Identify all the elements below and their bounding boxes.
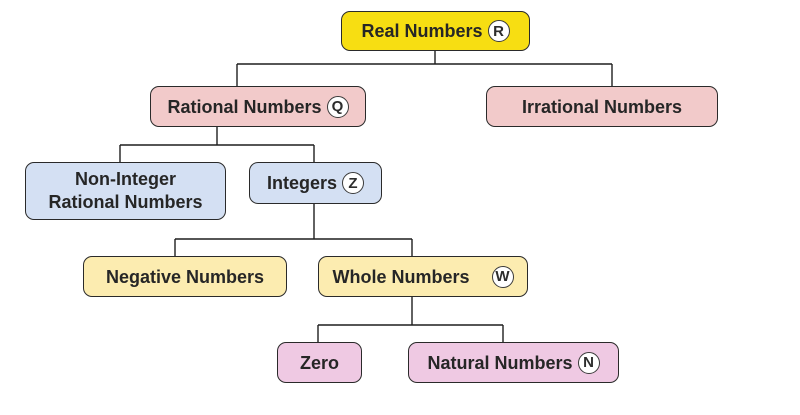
integers-label: Integers (266, 173, 338, 193)
connector-real-to-children (236, 51, 613, 86)
connector-whole-to-children (317, 297, 504, 342)
integers-symbol-badge: Z (342, 172, 365, 194)
rational-numbers-node: Rational Numbers Q (150, 86, 366, 127)
zero-node: Zero (277, 342, 362, 383)
real-numbers-symbol-badge: R (487, 20, 510, 42)
natural-numbers-label: Natural Numbers (427, 352, 573, 373)
real-numbers-label: Real Numbers (361, 21, 483, 41)
rational-numbers-label: Rational Numbers (167, 96, 322, 117)
natural-numbers-symbol-badge: N (577, 351, 600, 374)
negative-numbers-label: Negative Numbers (105, 266, 265, 287)
irrational-numbers-label: Irrational Numbers (521, 96, 683, 117)
irrational-numbers-node: Irrational Numbers (486, 86, 718, 127)
real-numbers-node: Real Numbers R (341, 11, 530, 51)
whole-numbers-symbol-badge: W (491, 265, 514, 288)
whole-numbers-node: Whole Numbers W (318, 256, 528, 297)
connector-rational-to-children (119, 127, 315, 162)
rational-numbers-symbol-badge: Q (326, 95, 349, 118)
integers-node: Integers Z (249, 162, 382, 204)
non-integer-rational-numbers-label: Non-Integer Rational Numbers (48, 169, 203, 212)
negative-numbers-node: Negative Numbers (83, 256, 287, 297)
non-integer-rational-numbers-node: Non-Integer Rational Numbers (25, 162, 226, 220)
natural-numbers-node: Natural Numbers N (408, 342, 619, 383)
whole-numbers-label: Whole Numbers (332, 266, 470, 287)
zero-label: Zero (299, 352, 339, 373)
